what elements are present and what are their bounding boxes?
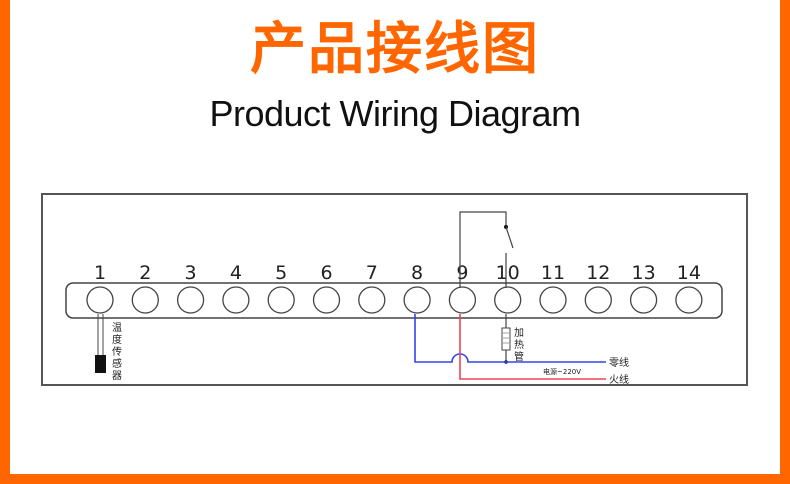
heater-label-char: 热	[514, 338, 524, 351]
live-label: 火线	[609, 373, 629, 386]
terminal-1	[86, 286, 114, 314]
terminal-number-4: 4	[230, 262, 242, 284]
terminal-3	[176, 286, 205, 314]
terminal-number-1: 1	[94, 262, 106, 284]
terminal-number-3: 3	[185, 262, 197, 284]
terminal-number-12: 12	[586, 262, 610, 284]
terminal-5	[267, 286, 295, 314]
live-wire	[459, 314, 606, 380]
heater-label-char: 加	[514, 327, 524, 339]
terminal-4	[222, 286, 250, 314]
panel-outline	[41, 193, 748, 386]
terminal-number-6: 6	[320, 262, 332, 284]
terminal-6	[312, 286, 341, 314]
power-label: 电源~220V	[543, 367, 581, 376]
terminal-7	[358, 286, 386, 314]
relay-switch-arm	[505, 226, 514, 249]
title-chinese: 产品接线图	[250, 17, 540, 82]
terminal-number-10: 10	[496, 262, 520, 284]
terminal-number-5: 5	[275, 262, 287, 284]
terminal-2	[131, 286, 159, 314]
terminal-10	[494, 286, 522, 314]
frame-border-right	[780, 0, 790, 484]
sensor-label-char: 度	[112, 333, 122, 346]
sensor-label-char: 器	[112, 370, 122, 382]
sensor-label-char: 传	[112, 346, 122, 358]
terminal-number-8: 8	[411, 262, 423, 284]
terminal-13	[629, 286, 658, 314]
heater-icon	[501, 327, 511, 351]
neutral-wire	[414, 314, 606, 363]
terminal-number-7: 7	[366, 262, 378, 284]
heater-label-char: 管	[514, 350, 524, 363]
neutral-label: 零线	[609, 356, 629, 369]
terminal-number-14: 14	[677, 262, 701, 284]
sensor-probe-icon	[95, 355, 106, 373]
terminal-11	[539, 286, 567, 314]
terminal-14	[675, 286, 703, 314]
terminal-strip	[65, 282, 723, 319]
terminal-number-13: 13	[632, 262, 656, 284]
frame-border-left	[0, 0, 10, 484]
sensor-label-char: 感	[112, 357, 122, 370]
terminal-number-9: 9	[456, 262, 468, 284]
terminal-8	[403, 286, 431, 314]
terminal-9	[448, 286, 477, 314]
title-english: Product Wiring Diagram	[209, 93, 581, 134]
sensor-label-char: 温	[112, 322, 122, 334]
terminal-number-11: 11	[541, 262, 565, 284]
terminal-12	[584, 286, 612, 314]
frame-border-bottom	[0, 474, 790, 484]
relay-wire-9	[459, 211, 507, 288]
terminal-number-2: 2	[139, 262, 151, 284]
